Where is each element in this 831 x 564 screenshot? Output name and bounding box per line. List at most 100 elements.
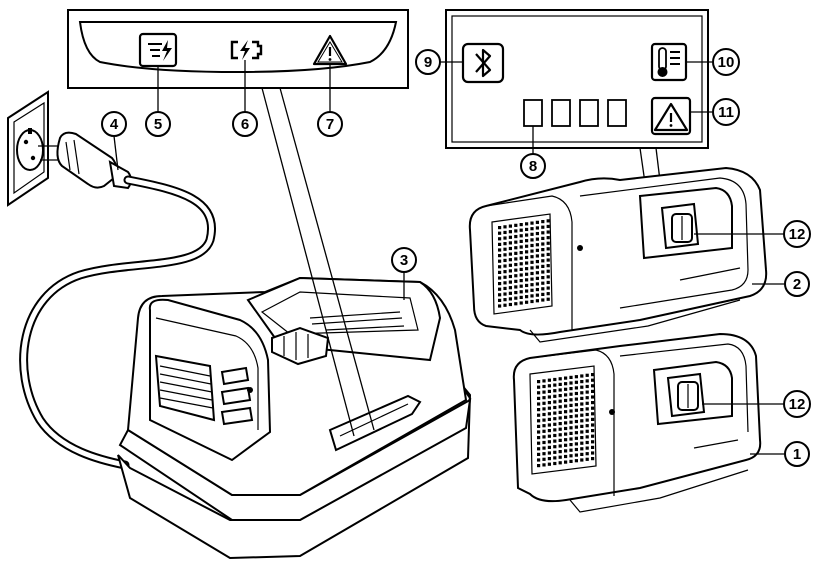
vent-hole (537, 447, 541, 451)
charger-display-inset (67, 9, 409, 112)
battery-charging-icon (230, 40, 263, 60)
vent-hole (569, 381, 573, 385)
vent-hole (558, 410, 562, 414)
vent-hole (564, 426, 568, 431)
vent-hole (519, 279, 523, 283)
vent-hole (542, 384, 546, 389)
vent-hole (553, 445, 557, 449)
vent-hole (519, 262, 523, 266)
vent-hole (580, 419, 584, 423)
vent-hole (558, 405, 562, 409)
vent-hole (580, 402, 584, 406)
vent-hole (591, 423, 595, 427)
vent-hole (537, 464, 541, 468)
vent-hole (564, 404, 568, 408)
vent-hole (580, 391, 584, 395)
vent-hole (514, 262, 518, 267)
vent-hole (547, 445, 551, 449)
vent-hole (541, 259, 545, 263)
vent-hole (514, 246, 518, 250)
vent-hole (558, 444, 562, 448)
vent-hole (591, 457, 595, 461)
vent-hole (580, 458, 584, 462)
vent-hole (514, 234, 518, 239)
vent-hole (503, 281, 507, 285)
vent-hole (514, 274, 518, 278)
vent-hole (514, 290, 518, 295)
vent-hole (498, 237, 502, 241)
vent-hole (537, 430, 541, 434)
vent-hole (514, 296, 518, 300)
vent-hole (546, 258, 550, 262)
vent-hole (546, 286, 550, 290)
vent-hole (535, 265, 539, 269)
vent-hole (574, 391, 578, 396)
vent-hole (542, 412, 546, 417)
vent-hole (508, 302, 512, 307)
vent-hole (514, 251, 518, 255)
vent-hole (546, 264, 550, 268)
vent-hole (547, 462, 551, 466)
vent-hole (537, 402, 541, 406)
vent-hole (553, 400, 557, 404)
vent-hole (585, 407, 589, 411)
vent-hole (553, 422, 557, 426)
vent-hole (537, 424, 541, 428)
vent-hole (569, 415, 573, 419)
vent-hole (574, 397, 578, 401)
vent-hole (547, 406, 551, 410)
vent-hole (574, 419, 578, 424)
vent-hole (553, 383, 557, 387)
vent-hole (547, 457, 551, 461)
vent-hole (519, 273, 523, 277)
vent-hole (591, 451, 595, 455)
vent-hole (525, 272, 529, 276)
vent-hole (558, 438, 562, 442)
vent-hole (514, 268, 518, 272)
vent-hole (558, 461, 562, 465)
vent-hole (574, 442, 578, 446)
vent-hole (585, 412, 589, 417)
vent-hole (508, 258, 512, 262)
vent-hole (591, 378, 595, 382)
vent-hole (525, 278, 529, 282)
vent-hole (591, 412, 595, 416)
vent-hole (503, 247, 507, 251)
vent-hole (535, 287, 539, 292)
vent-hole (558, 450, 562, 454)
vent-hole (537, 413, 541, 417)
vent-hole (525, 255, 529, 260)
callout-9: 9 (415, 49, 441, 75)
vent-hole (553, 456, 557, 460)
vent-hole (546, 252, 550, 257)
vent-hole (514, 229, 518, 233)
vent-hole (569, 375, 573, 379)
vent-hole (508, 269, 512, 273)
svg-text:11: 11 (718, 104, 734, 121)
vent-hole (508, 280, 512, 284)
callout-3: 3 (391, 247, 417, 273)
callout-10: 10 (712, 48, 740, 76)
vent-hole (541, 287, 545, 291)
charge-indicator-icon (138, 32, 178, 68)
vent-hole (553, 433, 557, 438)
vent-hole (547, 417, 551, 421)
vent-hole (541, 264, 545, 268)
vent-hole (574, 386, 578, 390)
vent-hole (542, 463, 546, 467)
vent-hole (580, 396, 584, 400)
vent-hole (569, 392, 573, 396)
vent-hole (553, 450, 557, 454)
callout-4: 4 (101, 111, 127, 137)
vent-hole (525, 244, 529, 248)
vent-hole (569, 420, 573, 424)
vent-hole (558, 377, 562, 381)
vent-hole (508, 246, 512, 251)
vent-hole (591, 445, 595, 449)
vent-hole (508, 274, 512, 279)
vent-hole (525, 227, 529, 232)
vent-hole (585, 390, 589, 394)
vent-hole (580, 380, 584, 384)
vent-hole (585, 424, 589, 428)
vent-hole (525, 239, 529, 243)
